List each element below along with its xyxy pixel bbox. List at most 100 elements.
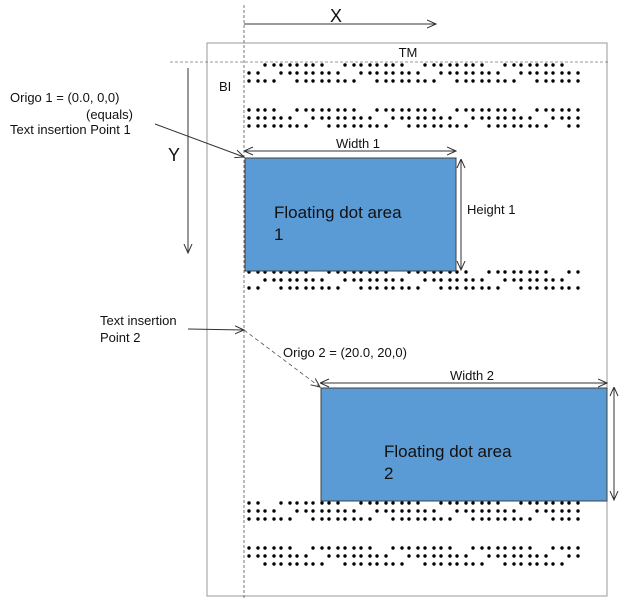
braille-dot bbox=[512, 124, 516, 128]
braille-dot bbox=[416, 108, 420, 112]
braille-dot bbox=[455, 286, 459, 290]
braille-dot bbox=[272, 278, 276, 282]
top-margin-label: TM bbox=[399, 45, 418, 60]
braille-dot bbox=[279, 286, 283, 290]
braille-dot bbox=[496, 79, 500, 83]
braille-dot bbox=[535, 509, 539, 513]
braille-dot bbox=[272, 124, 276, 128]
braille-dot bbox=[263, 63, 267, 67]
braille-dot bbox=[480, 562, 484, 566]
braille-dot bbox=[320, 278, 324, 282]
braille-dot bbox=[576, 554, 580, 558]
braille-dot bbox=[391, 501, 395, 505]
height1-label: Height 1 bbox=[467, 202, 515, 217]
braille-dot bbox=[288, 278, 292, 282]
braille-dot bbox=[423, 554, 427, 558]
braille-dot bbox=[535, 124, 539, 128]
braille-dot bbox=[480, 63, 484, 67]
braille-dot bbox=[256, 509, 260, 513]
braille-dot bbox=[576, 270, 580, 274]
width2-label: Width 2 bbox=[450, 368, 494, 383]
braille-dot bbox=[352, 562, 356, 566]
braille-dot bbox=[343, 546, 347, 550]
braille-dot bbox=[551, 116, 555, 120]
braille-dot bbox=[247, 546, 251, 550]
braille-dot bbox=[576, 546, 580, 550]
braille-dot bbox=[304, 108, 308, 112]
braille-dot bbox=[503, 509, 507, 513]
braille-dot bbox=[279, 517, 283, 521]
braille-dot bbox=[295, 554, 299, 558]
braille-dot bbox=[304, 63, 308, 67]
braille-dot bbox=[391, 546, 395, 550]
braille-dot bbox=[288, 286, 292, 290]
braille-dot bbox=[368, 124, 372, 128]
braille-dot bbox=[464, 501, 468, 505]
braille-dot bbox=[503, 63, 507, 67]
braille-dot bbox=[544, 71, 548, 75]
braille-dot bbox=[352, 63, 356, 67]
braille-dot bbox=[311, 286, 315, 290]
braille-dot bbox=[320, 562, 324, 566]
braille-dot bbox=[471, 63, 475, 67]
braille-dot bbox=[528, 501, 532, 505]
braille-dot bbox=[471, 562, 475, 566]
braille-dot bbox=[551, 501, 555, 505]
braille-dot bbox=[295, 124, 299, 128]
braille-dot bbox=[416, 124, 420, 128]
braille-dot bbox=[359, 286, 363, 290]
braille-dot bbox=[487, 501, 491, 505]
braille-dot bbox=[375, 278, 379, 282]
braille-dot bbox=[471, 509, 475, 513]
braille-dot bbox=[336, 517, 340, 521]
braille-dot bbox=[311, 116, 315, 120]
braille-dot bbox=[279, 278, 283, 282]
braille-dot bbox=[480, 116, 484, 120]
braille-dot bbox=[368, 546, 372, 550]
braille-dot bbox=[400, 63, 404, 67]
braille-dot bbox=[439, 116, 443, 120]
braille-dot bbox=[496, 108, 500, 112]
braille-dot bbox=[567, 554, 571, 558]
braille-dot bbox=[567, 517, 571, 521]
braille-dot bbox=[551, 63, 555, 67]
braille-dot bbox=[407, 517, 411, 521]
braille-dot bbox=[375, 108, 379, 112]
braille-dot bbox=[368, 501, 372, 505]
braille-dot bbox=[400, 79, 404, 83]
braille-dot bbox=[368, 517, 372, 521]
braille-dot bbox=[560, 108, 564, 112]
braille-dot bbox=[368, 562, 372, 566]
braille-dot bbox=[263, 124, 267, 128]
braille-dot bbox=[512, 517, 516, 521]
insertion-point2-label-line2: Point 2 bbox=[100, 330, 140, 345]
braille-dot bbox=[391, 71, 395, 75]
braille-dot bbox=[407, 554, 411, 558]
braille-dot bbox=[416, 79, 420, 83]
braille-dot bbox=[375, 509, 379, 513]
braille-dot bbox=[567, 501, 571, 505]
braille-dot bbox=[448, 546, 452, 550]
braille-dot bbox=[336, 501, 340, 505]
y-axis-label: Y bbox=[168, 145, 180, 165]
braille-dot bbox=[375, 63, 379, 67]
braille-dot bbox=[327, 554, 331, 558]
braille-dot bbox=[375, 71, 379, 75]
braille-dot bbox=[288, 517, 292, 521]
braille-dot bbox=[288, 71, 292, 75]
braille-dot bbox=[448, 286, 452, 290]
braille-dot bbox=[368, 554, 372, 558]
braille-dot bbox=[439, 278, 443, 282]
braille-dot bbox=[423, 562, 427, 566]
braille-dot bbox=[567, 270, 571, 274]
braille-dot bbox=[560, 509, 564, 513]
braille-dot bbox=[407, 71, 411, 75]
braille-dot bbox=[391, 562, 395, 566]
braille-dot bbox=[528, 124, 532, 128]
braille-dot bbox=[400, 509, 404, 513]
braille-dot bbox=[343, 278, 347, 282]
braille-dot bbox=[391, 509, 395, 513]
braille-dot bbox=[320, 79, 324, 83]
braille-dot bbox=[359, 71, 363, 75]
